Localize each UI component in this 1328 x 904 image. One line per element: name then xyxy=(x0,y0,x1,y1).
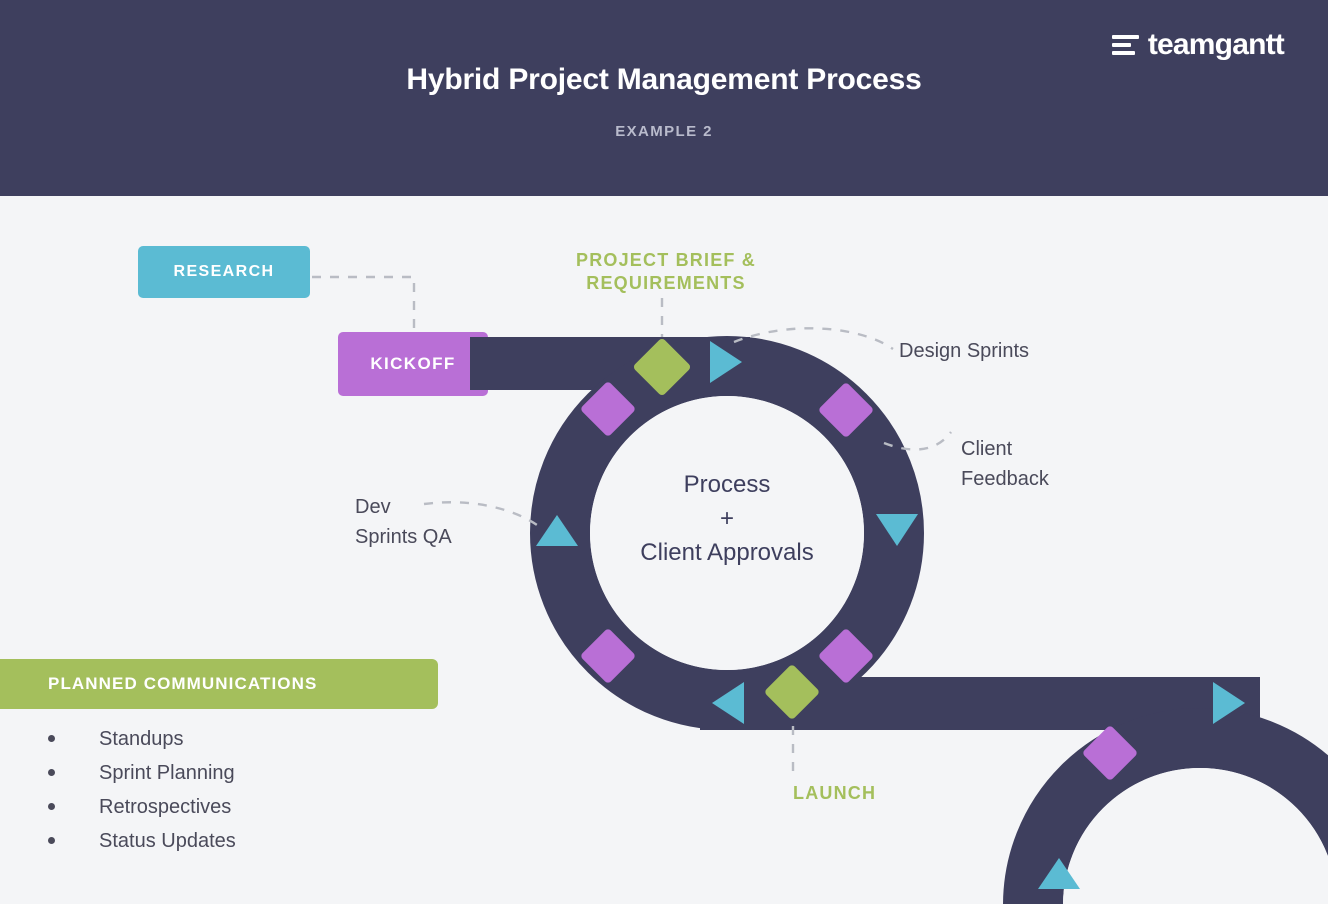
direction-triangle-left-bottom xyxy=(712,682,744,724)
callout-client-feedback-line1: Client xyxy=(961,438,1013,460)
list-item: Standups xyxy=(48,724,408,758)
logo-wordmark: teamgantt xyxy=(1147,28,1285,61)
callout-client-feedback: Client Feedback xyxy=(961,434,1091,494)
list-item: Retrospectives xyxy=(48,792,408,826)
stage-kickoff-badge[interactable]: KICKOFF xyxy=(338,332,488,396)
bullet-icon xyxy=(48,769,55,776)
connector-research-kickoff xyxy=(312,275,416,336)
planned-communications-title: PLANNED COMMUNICATIONS xyxy=(48,674,318,693)
milestone-diamond-green-bottom xyxy=(765,665,819,719)
callout-design-sprints: Design Sprints xyxy=(899,340,1030,362)
list-item: Sprint Planning xyxy=(48,758,408,792)
callout-dev-sprints-qa-line1: Dev xyxy=(355,496,391,518)
callout-dev-sprints-qa: Dev Sprints QA xyxy=(355,492,495,552)
milestone-diamond-green-top xyxy=(633,338,691,396)
callout-dev-sprints-qa-line2: Sprints QA xyxy=(355,526,452,548)
list-item-label: Retrospectives xyxy=(99,796,232,818)
direction-triangle-up-left xyxy=(536,515,578,546)
header-banner: Hybrid Project Management Process EXAMPL… xyxy=(0,0,1328,196)
milestone-diamond-purple-lower-left xyxy=(581,629,635,683)
connector-client-feedback xyxy=(883,431,952,451)
stage-launch-caption: LAUNCH xyxy=(793,783,877,803)
list-item-label: Standups xyxy=(99,728,184,750)
list-item-label: Status Updates xyxy=(99,830,236,852)
page-subtitle: EXAMPLE 2 xyxy=(615,123,713,140)
stage-project-brief-caption: PROJECT BRIEF & REQUIREMENTS xyxy=(505,249,827,295)
direction-triangle-right-top xyxy=(710,341,742,383)
wheel-center-line-2: + xyxy=(719,505,734,532)
page-title: Hybrid Project Management Process xyxy=(406,63,922,96)
milestone-diamond-purple-lower-right xyxy=(819,629,873,683)
callout-client-feedback-line2: Feedback xyxy=(961,468,1049,490)
stage-kickoff-label: KICKOFF xyxy=(370,354,456,373)
milestone-diamond-purple-secondary xyxy=(1083,726,1137,780)
milestone-diamond-purple-upper-right xyxy=(819,383,873,437)
planned-communications-header[interactable]: PLANNED COMMUNICATIONS xyxy=(0,659,438,709)
milestone-diamond-purple-upper-left xyxy=(581,382,635,436)
wheel-center-line-3: Client Approvals xyxy=(640,539,814,566)
wheel-center-text: Process + Client Approvals xyxy=(597,468,857,570)
bullet-icon xyxy=(48,803,55,810)
process-loop-ring-secondary xyxy=(1003,708,1328,904)
planned-communications-list: Standups Sprint Planning Retrospectives … xyxy=(48,724,408,860)
list-item: Status Updates xyxy=(48,826,408,860)
connector-design-sprints xyxy=(733,327,894,350)
stage-research-badge[interactable]: RESEARCH xyxy=(138,246,310,298)
wheel-center-line-1: Process xyxy=(683,471,771,498)
stage-project-brief-line2: REQUIREMENTS xyxy=(586,273,746,293)
gantt-bars-icon xyxy=(1111,33,1139,57)
bullet-icon xyxy=(48,735,55,742)
connector-dev-sprints xyxy=(423,501,538,526)
direction-triangle-right-secondary xyxy=(1213,682,1245,724)
stage-project-brief-line1: PROJECT BRIEF & xyxy=(575,250,757,270)
bullet-icon xyxy=(48,837,55,844)
stage-research-label: RESEARCH xyxy=(173,263,275,280)
direction-triangle-up-secondary xyxy=(1038,858,1080,889)
teamgantt-logo[interactable]: teamgantt xyxy=(1111,26,1285,64)
list-item-label: Sprint Planning xyxy=(99,762,235,784)
direction-triangle-down-right xyxy=(876,514,918,546)
